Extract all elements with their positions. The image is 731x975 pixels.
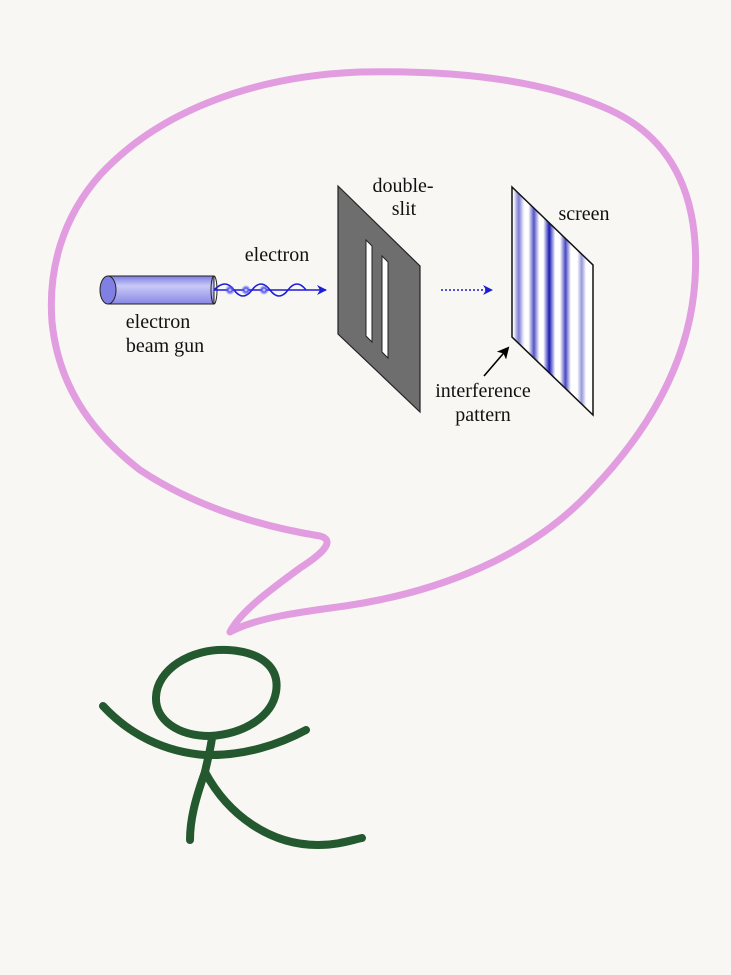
pattern-label-line2: pattern: [455, 404, 511, 426]
slit-opening: [365, 238, 373, 344]
electron-wave: [213, 283, 327, 297]
interference-fringe: [543, 217, 556, 379]
stick-figure-left-leg: [186, 768, 209, 844]
gun-label-line2: beam gun: [126, 335, 204, 357]
electron-particle: [241, 285, 251, 295]
stick-figure-right-leg: [201, 768, 366, 849]
interference-fringe: [559, 233, 571, 394]
slit-opening: [381, 254, 389, 360]
interference-fringe: [528, 202, 540, 364]
slit-label-line2: slit: [392, 198, 417, 220]
interference-fringe: [577, 249, 587, 409]
electron-particle: [225, 285, 235, 295]
electron-particle: [259, 285, 269, 295]
pattern-label-line1: interference: [435, 380, 531, 402]
detection-screen-icon: [511, 185, 594, 417]
electron-label: electron: [245, 244, 309, 266]
screen-label: screen: [558, 203, 609, 225]
electron-beam-gun-icon: [99, 275, 218, 305]
stick-figure-icon: [99, 645, 366, 849]
interference-fringe: [513, 188, 523, 348]
stick-figure-arms: [99, 702, 310, 760]
slit-label-line1: double-: [372, 175, 433, 197]
stick-figure-head: [152, 645, 281, 740]
double-slit-plate-icon: [337, 184, 421, 414]
thought-bubble: [47, 68, 700, 636]
gun-label-line1: electron: [126, 311, 190, 333]
pattern-pointer-arrow: [483, 346, 510, 377]
